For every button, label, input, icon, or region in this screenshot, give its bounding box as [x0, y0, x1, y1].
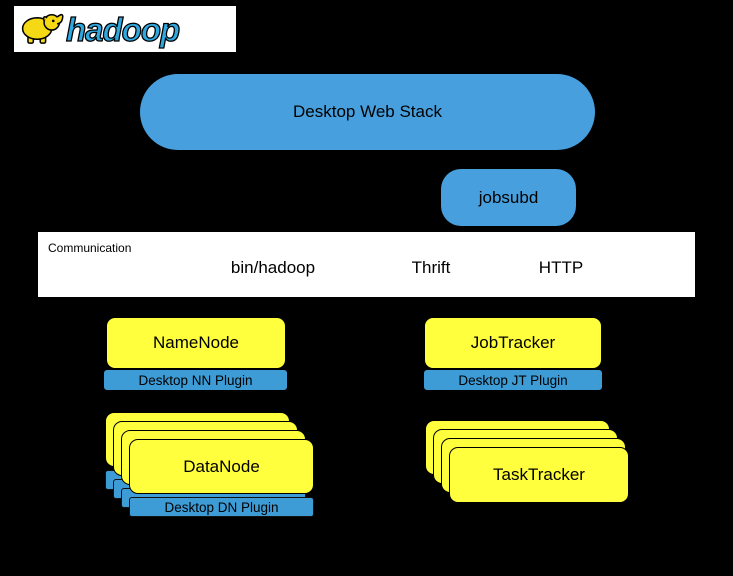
- desktop-web-stack-node: Desktop Web Stack: [140, 74, 595, 150]
- desktop-dn-plugin-label: Desktop DN Plugin: [164, 499, 279, 515]
- datanode-label: DataNode: [183, 456, 260, 476]
- comm-item-bin-hadoop: bin/hadoop: [230, 258, 316, 277]
- jobsubd-label: jobsubd: [478, 187, 539, 207]
- desktop-nn-plugin-label: Desktop NN Plugin: [138, 372, 253, 388]
- tasktracker-label: TaskTracker: [493, 465, 585, 484]
- desktop-nn-plugin-bar: Desktop NN Plugin: [104, 370, 287, 390]
- namenode-label: NameNode: [153, 333, 239, 352]
- comm-item-http: HTTP: [538, 258, 584, 277]
- logo-wordmark: hadoop: [65, 10, 180, 48]
- jobsubd-node: jobsubd: [441, 169, 576, 226]
- jobtracker-node: JobTracker: [424, 317, 602, 369]
- desktop-jt-plugin-label: Desktop JT Plugin: [458, 372, 568, 388]
- desktop-dn-plugin-bar: Desktop DN Plugin: [129, 497, 314, 517]
- desktop-jt-plugin-bar: Desktop JT Plugin: [424, 370, 602, 390]
- jobtracker-label: JobTracker: [470, 333, 556, 352]
- hadoop-logo: hadoop: [14, 6, 236, 52]
- tasktracker-node: TaskTracker: [449, 447, 629, 503]
- communication-label: Communication: [48, 241, 132, 255]
- communication-bar: Communication bin/hadoop Thrift HTTP: [38, 232, 695, 297]
- namenode-node: NameNode: [106, 317, 286, 369]
- comm-item-thrift: Thrift: [411, 258, 451, 277]
- elephant-icon: [18, 6, 64, 53]
- datanode-node: DataNode: [129, 439, 314, 494]
- desktop-web-stack-label: Desktop Web Stack: [293, 102, 442, 121]
